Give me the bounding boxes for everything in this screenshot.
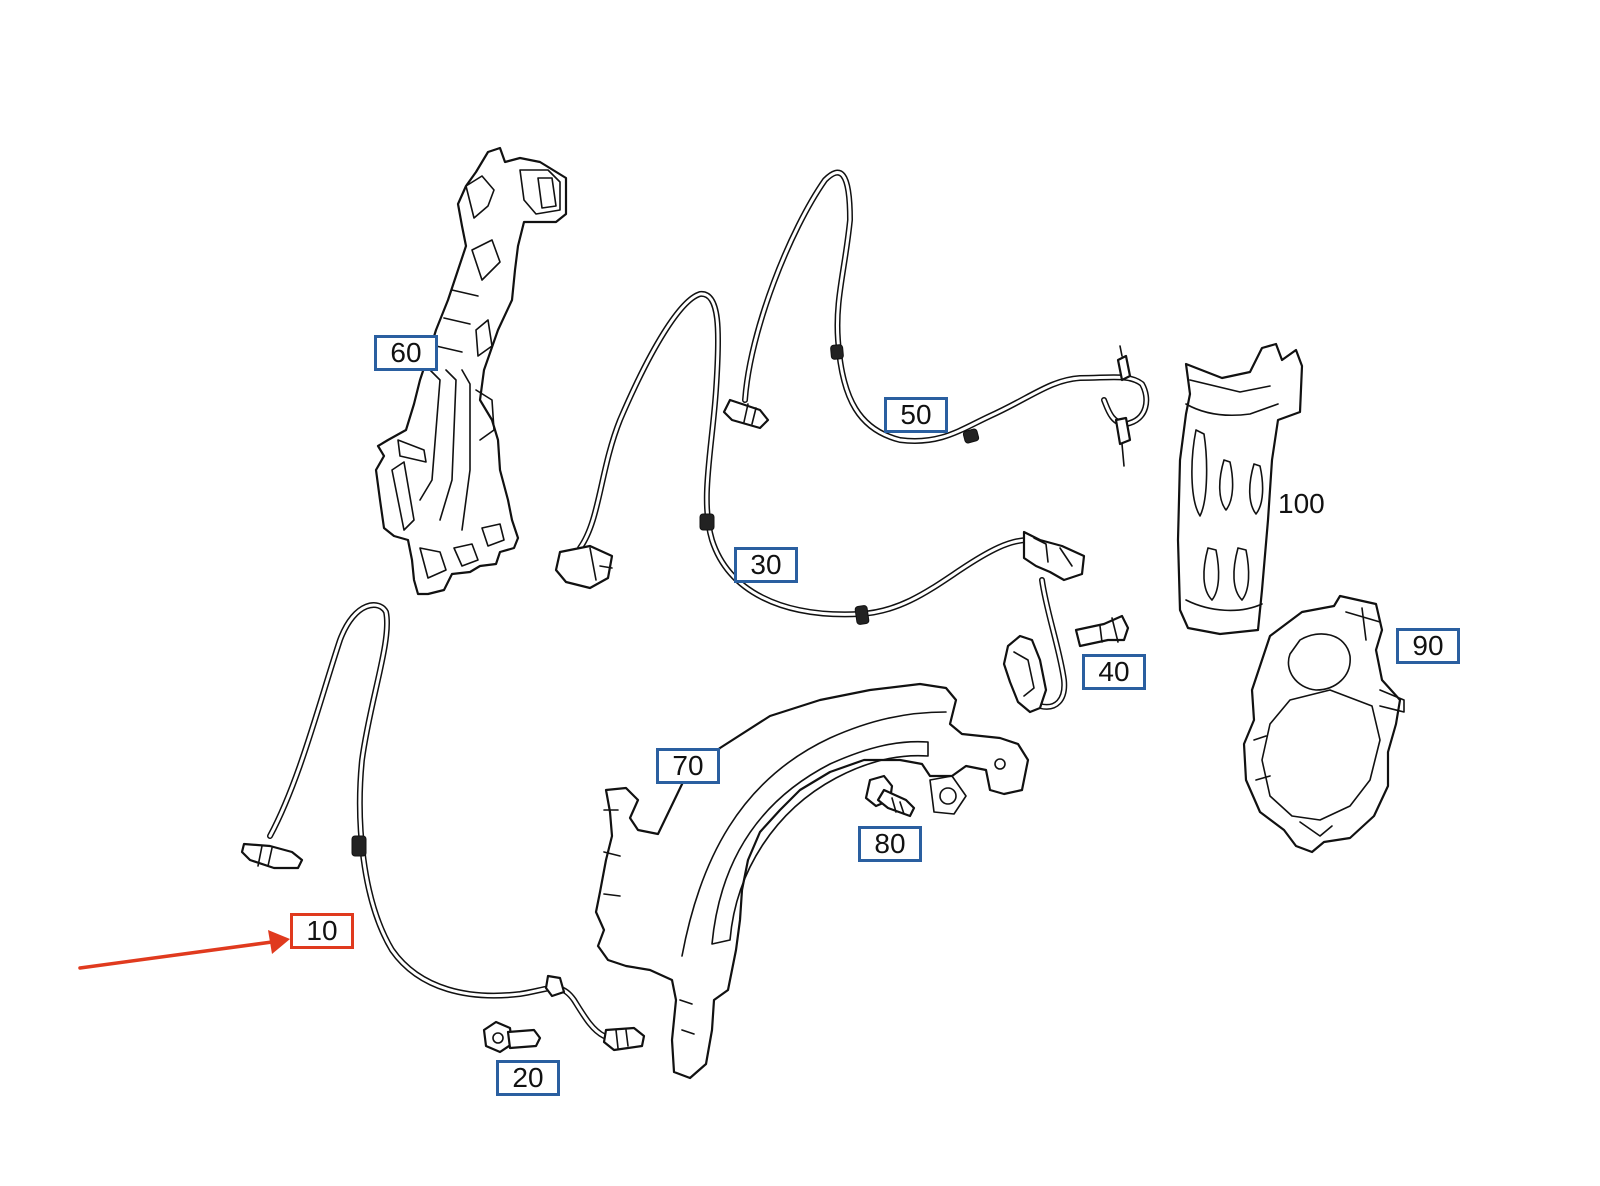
callout-20: 20 bbox=[496, 1060, 560, 1096]
callout-100: 100 bbox=[1278, 488, 1325, 519]
callout-40: 40 bbox=[1082, 654, 1146, 690]
callout-60: 60 bbox=[374, 335, 438, 371]
part-50-cable bbox=[722, 169, 1150, 467]
part-80-bolt bbox=[864, 774, 916, 818]
part-20-bolt bbox=[482, 1020, 542, 1054]
part-100-shield bbox=[1176, 342, 1304, 636]
callout-80: 80 bbox=[858, 826, 922, 862]
arrow-icon bbox=[78, 930, 290, 970]
callout-10: 10 bbox=[290, 913, 354, 949]
part-30-cable bbox=[554, 291, 1086, 625]
callout-90: 90 bbox=[1396, 628, 1460, 664]
part-90-housing bbox=[1242, 594, 1405, 854]
callout-30: 30 bbox=[734, 547, 798, 583]
part-60-bracket bbox=[374, 146, 568, 596]
callout-50: 50 bbox=[884, 397, 948, 433]
part-70-shield bbox=[594, 682, 1030, 1080]
callout-70: 70 bbox=[656, 748, 720, 784]
part-10-cable bbox=[240, 602, 646, 1052]
part-40-sensor bbox=[1002, 577, 1130, 714]
